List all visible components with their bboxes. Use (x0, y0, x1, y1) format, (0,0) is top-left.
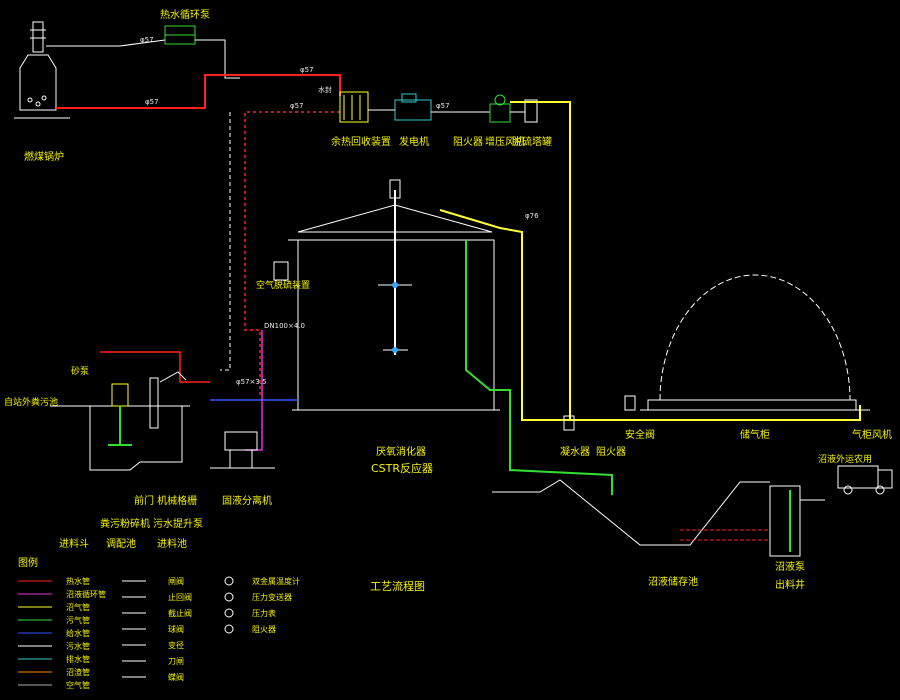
booster-fan (489, 94, 511, 123)
biogas-to-holder-pipe (570, 405, 861, 421)
stage-feed-label: 进料斗 (59, 537, 89, 550)
legend-symbol-label: 止回阀 (168, 592, 192, 602)
condenser (563, 415, 575, 431)
hot-water-return-pipe (244, 111, 340, 395)
agitator-blade-2 (392, 347, 398, 353)
agitator-blade-1 (392, 282, 398, 288)
legend-instrument-swatch (224, 608, 234, 618)
slurry-outlet-pipe (465, 240, 613, 495)
boiler-supply-pipe (46, 39, 166, 47)
condenser-label: 凝水器 (560, 446, 590, 458)
desulfurizer (524, 99, 538, 123)
tanker-truck (837, 465, 893, 495)
pipe-tag-8: φ57×3.5 (236, 378, 267, 386)
inlet-pond-label: 自站外粪污池 (4, 396, 58, 408)
legend-line-label: 污气管 (66, 615, 90, 625)
pipe-tag-2: φ57 (300, 66, 314, 74)
outlet-use-label: 沼液外运农用 (818, 453, 872, 465)
generator-label: 发电机 (399, 135, 429, 148)
cogen-label: 余热回收装置 (331, 135, 391, 148)
hot-water-branch (100, 351, 210, 383)
legend-instrument-swatch (224, 576, 234, 586)
legend-line-label: 污水管 (66, 641, 90, 651)
biogas-main-pipe (510, 101, 571, 420)
reactor-label: 厌氧消化器 (376, 445, 426, 458)
pipe-tag-1: φ57 (140, 36, 154, 44)
pipe-tag-7: DN100×4.0 (264, 322, 305, 330)
legend-instrument-swatch (224, 592, 234, 602)
safety-valve-label: 安全阀 (625, 428, 655, 441)
return-white-pipe (220, 112, 231, 371)
lagoon (492, 479, 770, 546)
sand-pump-label: 砂泵 (71, 365, 89, 377)
legend-line-label: 沼液循环管 (66, 589, 106, 599)
pipe-tag-4: φ57 (290, 102, 304, 110)
stage-feed2-label: 进料池 (157, 537, 187, 550)
separator-label: 固液分离机 (222, 494, 272, 507)
legend-symbol-label: 变径 (168, 640, 184, 650)
stage-crusher-label: 粪污粉碎机 (100, 517, 150, 530)
air-desulfurizer (273, 239, 298, 281)
legend-symbol-label: 球阀 (168, 624, 184, 634)
boiler (14, 21, 70, 119)
pipe-tag-6: φ76 (525, 212, 539, 220)
circulation-pump (164, 25, 196, 45)
stage-homog-label: 调配池 (106, 537, 136, 550)
inlet-pond (50, 371, 190, 471)
legend-instrument-label: 压力变送器 (252, 592, 292, 602)
biogas-reactor-pipe (439, 209, 570, 421)
outlet-well-label: 出料井 (775, 578, 805, 591)
generator (394, 93, 432, 121)
legend-title: 图例 (18, 556, 38, 569)
boiler-supply-pipe-2 (195, 39, 240, 79)
sump-label: 沼液泵 (775, 560, 805, 573)
gas-holder-label: 储气柜 (740, 428, 770, 441)
cstr-reactor (292, 179, 500, 411)
cstr-label: CSTR反应器 (371, 461, 433, 475)
gas-holder (640, 274, 870, 411)
legend-instrument-label: 阻火器 (252, 625, 276, 634)
legend-symbol-label: 蝶阀 (168, 672, 184, 682)
water-seal-label: 水封 (318, 85, 332, 94)
legend-line-label: 沼气管 (66, 602, 90, 612)
legend-symbol-label: 闸阀 (168, 577, 184, 586)
cogeneration-unit (339, 91, 369, 123)
boiler-label: 燃煤锅炉 (24, 150, 64, 163)
legend-instrument-swatch (224, 624, 234, 634)
legend-symbol-label: 刀闸 (168, 657, 184, 666)
drawing-title: 工艺流程图 (370, 579, 425, 593)
legend-line-label: 沼渣管 (66, 667, 90, 677)
flame-arrester-mid-label: 阻火器 (596, 446, 626, 458)
legend-line-label: 排水管 (66, 654, 90, 664)
air-desulf-label: 空气脱硫装置 (256, 279, 310, 291)
safety-valve (624, 395, 636, 411)
stage-pump-label: 污水提升泵 (153, 518, 203, 530)
hot-water-pipe (56, 74, 341, 109)
anteroom-label: 前门 机械格栅 (134, 494, 197, 507)
legend-symbol-label: 截止阀 (168, 608, 192, 618)
legend-line-label: 热水管 (66, 576, 90, 586)
legend-line-label: 空气管 (66, 680, 90, 690)
pipe-tag-3: φ57 (145, 98, 159, 106)
desulfurizer-label: 脱硫塔罐 (512, 135, 552, 148)
legend-instrument-label: 双金属温度计 (252, 576, 300, 586)
legend-instrument-label: 压力表 (252, 608, 276, 618)
circulation-pump-label: 热水循环泵 (160, 8, 210, 21)
blower-label: 气柜风机 (852, 428, 892, 441)
lagoon-label: 沼液储存池 (648, 575, 698, 588)
booster-fan-label: 增压风机 (485, 135, 525, 148)
separator (210, 431, 275, 469)
flame-arrester-top-label: 阻火器 (453, 136, 483, 148)
pipe-tag-5: φ57 (436, 102, 450, 110)
legend-line-label: 给水管 (66, 628, 90, 638)
outlet-well (769, 485, 825, 557)
